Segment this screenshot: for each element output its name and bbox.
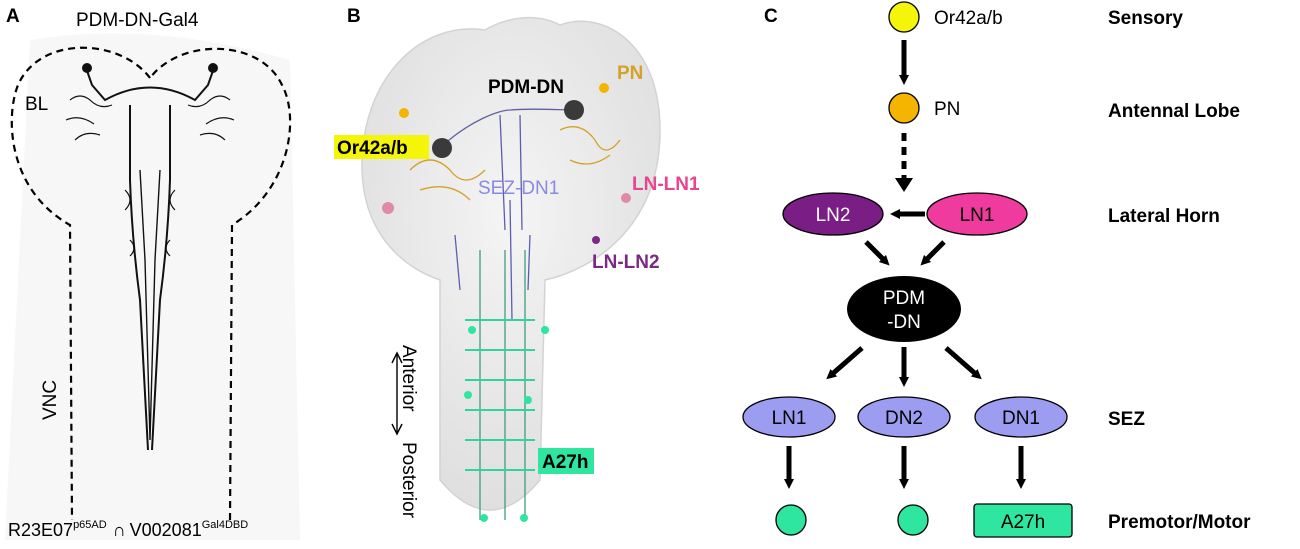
pdm-dn-neurons [65, 63, 235, 451]
genotype-line: R23E07p65AD ∩V002081Gal4DBD [8, 519, 248, 540]
ap-axis-arrow-up [391, 351, 403, 364]
a27h-soma [520, 514, 528, 522]
label-pdm-dn: PDM-DN [488, 77, 564, 98]
region-vnc: VNC [40, 380, 61, 420]
node-sez-dn2-ellipse [857, 396, 951, 438]
panel-b-letter: B [347, 6, 361, 27]
node-pn-circle [888, 92, 920, 124]
node-ln1-ellipse [926, 192, 1028, 236]
genotype-left-sup: p65AD [73, 519, 107, 531]
cns-outline [10, 46, 292, 521]
pn-soma-right [599, 83, 609, 93]
a27h-soma [468, 326, 476, 334]
label-ln-ln2: LN-LN2 [592, 252, 660, 273]
node-motor-circle-1 [775, 504, 807, 536]
panel-c: C Or42a/b PN LN2 LN1 PDM -DN LN1 DN2 DN1 [742, 1, 1251, 538]
node-sez-ln1-ellipse [742, 396, 836, 438]
label-ln-ln1: LN-LN1 [632, 174, 700, 195]
label-sez-dn1: SEZ-DN1 [478, 178, 559, 199]
node-sez-dn2-label: DN2 [885, 408, 923, 429]
genotype-right-sup: Gal4DBD [202, 519, 249, 531]
neuron-arbors [409, 108, 621, 520]
node-ln2-label: LN2 [816, 205, 851, 226]
node-pdm-dn-ellipse [847, 276, 961, 342]
level-premotor-motor: Premotor/Motor [1108, 512, 1251, 533]
panel-a: A PDM-DN-Gal4 BL VNC R23E07p65AD ∩V002081… [5, 6, 300, 540]
panel-a-letter: A [6, 6, 20, 27]
ln-ln1-soma [621, 193, 631, 203]
arrow-ln2-to-pdm [864, 240, 890, 266]
pdm-dn-soma-right [564, 100, 584, 120]
a27h-soma [524, 396, 532, 404]
level-sensory: Sensory [1108, 8, 1183, 29]
arrow-pn-to-lh-head [895, 178, 913, 192]
panel-b: B PDM-DN PN Or42a/b SEZ- [334, 6, 700, 522]
ln-ln2-soma [592, 236, 600, 244]
arrow-pdm-to-dn1 [944, 346, 982, 380]
a27h-soma [480, 514, 488, 522]
node-sez-dn1-label: DN1 [1002, 408, 1040, 429]
tissue-background [5, 33, 300, 540]
node-a27h-label: A27h [1001, 512, 1045, 533]
label-or42-highlight [334, 135, 429, 159]
arrow-ln1-to-pdm [920, 240, 946, 266]
label-anterior: Anterior [398, 345, 419, 412]
a27h-soma [464, 391, 472, 399]
node-or42-label: Or42a/b [934, 8, 1003, 29]
node-or42-circle [888, 1, 920, 33]
arrow-pdm-to-ln1 [826, 346, 864, 380]
level-lateral-horn: Lateral Horn [1108, 206, 1220, 227]
pdm-dn-soma-left [432, 138, 452, 158]
genotype-right: V002081 [130, 520, 202, 540]
node-pdm-dn-label-1: PDM [883, 288, 925, 309]
label-pn: PN [617, 63, 643, 84]
node-sez-ln1-label: LN1 [772, 408, 807, 429]
label-posterior: Posterior [398, 442, 419, 519]
a27h-soma [541, 326, 549, 334]
region-bl: BL [25, 94, 48, 115]
level-antennal-lobe: Antennal Lobe [1108, 101, 1240, 122]
node-motor-circle-2 [897, 504, 929, 536]
panel-c-letter: C [764, 6, 778, 27]
ln-soma-left [382, 202, 394, 214]
label-a27h: A27h [542, 452, 588, 473]
panel-a-title: PDM-DN-Gal4 [76, 10, 199, 31]
node-a27h-box [973, 503, 1073, 538]
label-or42: Or42a/b [337, 138, 408, 159]
pn-soma-left [399, 108, 409, 118]
node-ln2-ellipse [782, 192, 884, 236]
node-pn-label: PN [934, 99, 960, 120]
node-pdm-dn-label-2: -DN [887, 312, 921, 333]
genotype-operator: ∩ [113, 520, 126, 540]
label-a27h-highlight [538, 448, 594, 474]
node-ln1-label: LN1 [960, 205, 995, 226]
level-sez: SEZ [1108, 409, 1145, 430]
ap-axis-arrow-down [391, 423, 403, 436]
node-sez-dn1-ellipse [974, 396, 1068, 438]
genotype-left: R23E07 [8, 520, 73, 540]
